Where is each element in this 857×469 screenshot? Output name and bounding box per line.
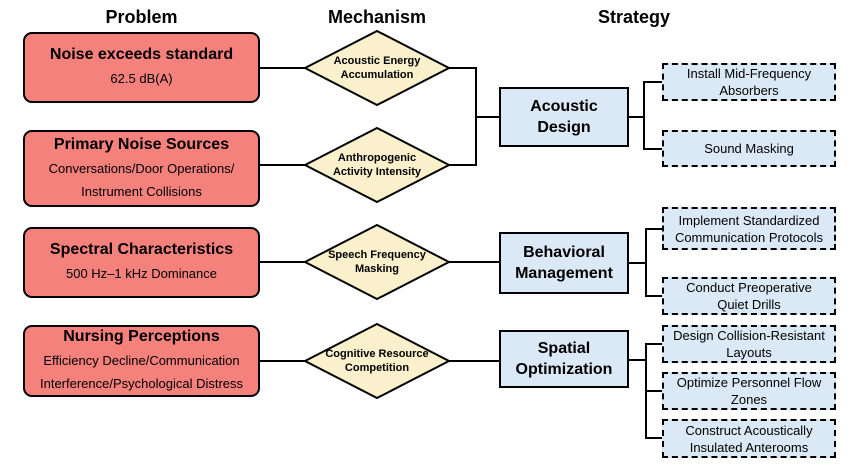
strategy-box-spatial-optimization: Spatial Optimization [499, 330, 629, 388]
action-box-preoperative-quiet-drills: Conduct Preoperative Quiet Drills [662, 277, 836, 315]
strategy-box-behavioral-management: Behavioral Management [499, 232, 629, 294]
problem-title: Spectral Characteristics [49, 241, 234, 258]
action-box-insulated-anterooms: Construct Acoustically Insulated Anteroo… [662, 419, 836, 458]
action-box-sound-masking: Sound Masking [662, 130, 836, 167]
action-box-communication-protocols: Implement Standardized Communication Pro… [662, 207, 836, 250]
mechanism-diamond-anthropogenic: Anthropogenic Activity Intensity [332, 152, 422, 178]
column-header-strategy: Strategy [597, 7, 671, 27]
mechanism-diamond-cognitive-resource: Cognitive Resource Competition [325, 348, 429, 374]
problem-box-noise-exceeds-standard: Noise exceeds standard 62.5 dB(A) [23, 32, 260, 103]
mechanism-diamond-shape [302, 322, 452, 400]
mechanism-diamond-shape [302, 223, 452, 301]
problem-box-nursing-perceptions: Nursing Perceptions Efficiency Decline/C… [23, 325, 260, 397]
problem-title: Nursing Perceptions [63, 328, 220, 345]
problem-detail: 500 Hz–1 kHz Dominance [65, 266, 218, 281]
mechanism-diamond-speech-frequency: Speech Frequency Masking [328, 249, 426, 275]
mechanism-diamond-shapes [302, 29, 452, 400]
action-box-mid-frequency-absorbers: Install Mid-Frequency Absorbers [662, 63, 836, 101]
problem-title: Noise exceeds standard [49, 46, 234, 63]
problem-box-primary-noise-sources: Primary Noise Sources Conversations/Door… [23, 130, 260, 207]
problem-detail: Interference/Psychological Distress [39, 376, 244, 391]
problem-title: Primary Noise Sources [53, 135, 230, 153]
column-header-mechanism: Mechanism [327, 7, 427, 27]
strategy-box-acoustic-design: Acoustic Design [499, 87, 629, 147]
column-header-problem: Problem [105, 7, 178, 27]
action-box-personnel-flow-zones: Optimize Personnel Flow Zones [662, 372, 836, 410]
problem-detail: Conversations/Door Operations/ [48, 160, 235, 176]
problem-detail: 62.5 dB(A) [110, 71, 173, 86]
problem-box-spectral-characteristics: Spectral Characteristics 500 Hz–1 kHz Do… [23, 227, 260, 298]
problem-detail: Instrument Collisions [81, 183, 202, 199]
problem-detail: Efficiency Decline/Communication [43, 353, 240, 368]
mechanism-diamond-shape [302, 29, 452, 107]
mechanism-diamond-acoustic-energy: Acoustic Energy Accumulation [333, 55, 421, 81]
action-box-collision-resistant-layouts: Design Collision-Resistant Layouts [662, 325, 836, 363]
mechanism-diamond-shape [302, 126, 452, 204]
